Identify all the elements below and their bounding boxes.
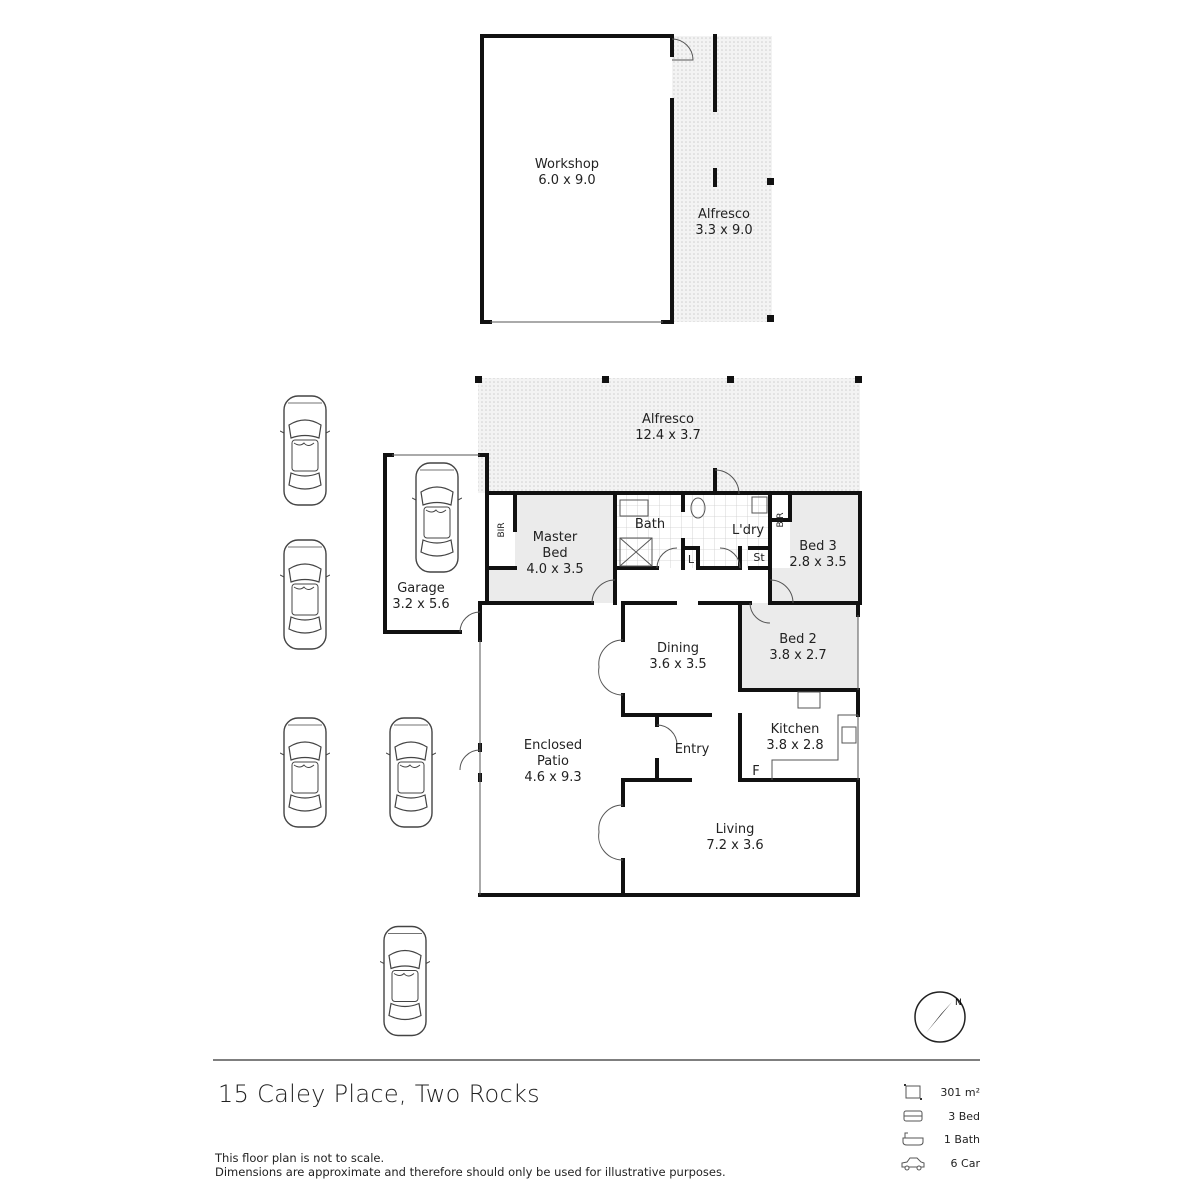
north-arrow-icon <box>926 1002 952 1033</box>
car-icon <box>280 539 330 650</box>
area-value: 301 m² <box>940 1085 980 1099</box>
car-icon <box>380 925 430 1037</box>
wet-area <box>615 493 770 568</box>
bed2-door[interactable] <box>749 602 771 624</box>
bed3-door[interactable] <box>769 579 794 604</box>
bath-icon <box>902 1132 924 1146</box>
car-value: 6 Car <box>950 1156 980 1170</box>
patio-door[interactable] <box>459 749 481 771</box>
alfresco-top-area <box>672 36 772 322</box>
car-icon <box>412 462 462 573</box>
patio-label-1: Enclosed <box>524 738 582 753</box>
car-icon <box>280 395 330 506</box>
garage-size: 3.2 x 5.6 <box>392 597 449 612</box>
area-icon <box>904 1084 922 1100</box>
alfresco-main: Alfresco 12.4 x 3.7 <box>475 376 862 493</box>
disclaimer-line-1: This floor plan is not to scale. <box>215 1151 385 1165</box>
living-label: Living <box>716 822 755 837</box>
legend-area: 301 m² <box>900 1083 980 1101</box>
garage-label: Garage <box>397 581 445 596</box>
patio-label-2: Patio <box>537 754 569 769</box>
legend-bath: 1 Bath <box>900 1130 980 1148</box>
entry-door[interactable] <box>656 724 678 746</box>
master-bed-label-2: Bed <box>542 546 567 561</box>
master-bed-label-1: Master <box>533 530 578 545</box>
bed3-size: 2.8 x 3.5 <box>789 555 846 570</box>
workshop-building: Workshop 6.0 x 9.0 Alfresco 3.3 x 9.0 <box>480 34 774 324</box>
car-icon <box>280 717 330 828</box>
car-icon <box>901 1157 925 1171</box>
cars <box>280 395 462 1037</box>
bed3-label: Bed 3 <box>799 539 837 554</box>
legend-bed: 3 Bed <box>900 1107 980 1125</box>
car-icon <box>386 717 436 828</box>
kitchen-size: 3.8 x 2.8 <box>766 738 823 753</box>
compass: N <box>914 991 966 1043</box>
garage-door[interactable] <box>459 611 481 633</box>
dining-size: 3.6 x 3.5 <box>649 657 706 672</box>
entry-label: Entry <box>675 742 710 757</box>
bed2-size: 3.8 x 2.7 <box>769 648 826 663</box>
living-doors[interactable] <box>598 804 624 861</box>
workshop-size: 6.0 x 9.0 <box>538 173 595 188</box>
legend-car: 6 Car <box>900 1154 980 1172</box>
alfresco-top-label: Alfresco <box>698 207 750 222</box>
workshop-label: Workshop <box>535 157 599 172</box>
dining-doors[interactable] <box>598 639 624 696</box>
laundry-label: L'dry <box>732 523 764 538</box>
bed-value: 3 Bed <box>948 1109 980 1123</box>
room-labels: Garage 3.2 x 5.6 BIR Master Bed 4.0 x 3.… <box>392 512 846 853</box>
workshop-door[interactable] <box>671 38 694 61</box>
living-size: 7.2 x 3.6 <box>706 838 763 853</box>
bath-label: Bath <box>635 517 665 532</box>
store-label: St <box>753 551 765 564</box>
master-bed-size: 4.0 x 3.5 <box>526 562 583 577</box>
dining-label: Dining <box>657 641 699 656</box>
disclaimer-line-2: Dimensions are approximate and therefore… <box>215 1165 726 1179</box>
property-address: 15 Caley Place, Two Rocks <box>218 1080 540 1108</box>
laundry-door[interactable] <box>714 469 740 495</box>
bir-master-label: BIR <box>497 522 507 537</box>
bed2-label: Bed 2 <box>779 632 817 647</box>
master-bed-door[interactable] <box>591 579 616 604</box>
house-walls <box>383 453 862 897</box>
sink <box>841 726 857 744</box>
patio-size: 4.6 x 9.3 <box>524 770 581 785</box>
linen-label: L <box>688 553 695 566</box>
compass-label: N <box>955 998 962 1008</box>
alfresco-main-label: Alfresco <box>642 412 694 427</box>
fridge-label: F <box>752 764 759 779</box>
alfresco-top-size: 3.3 x 9.0 <box>695 223 752 238</box>
bir-bed3-label: BIR <box>776 512 786 527</box>
alfresco-main-size: 12.4 x 3.7 <box>635 428 701 443</box>
cooktop <box>797 691 821 709</box>
bath-value: 1 Bath <box>943 1132 980 1146</box>
kitchen-label: Kitchen <box>771 722 820 737</box>
bed-icon <box>903 1110 923 1122</box>
bed2-area <box>740 603 858 690</box>
